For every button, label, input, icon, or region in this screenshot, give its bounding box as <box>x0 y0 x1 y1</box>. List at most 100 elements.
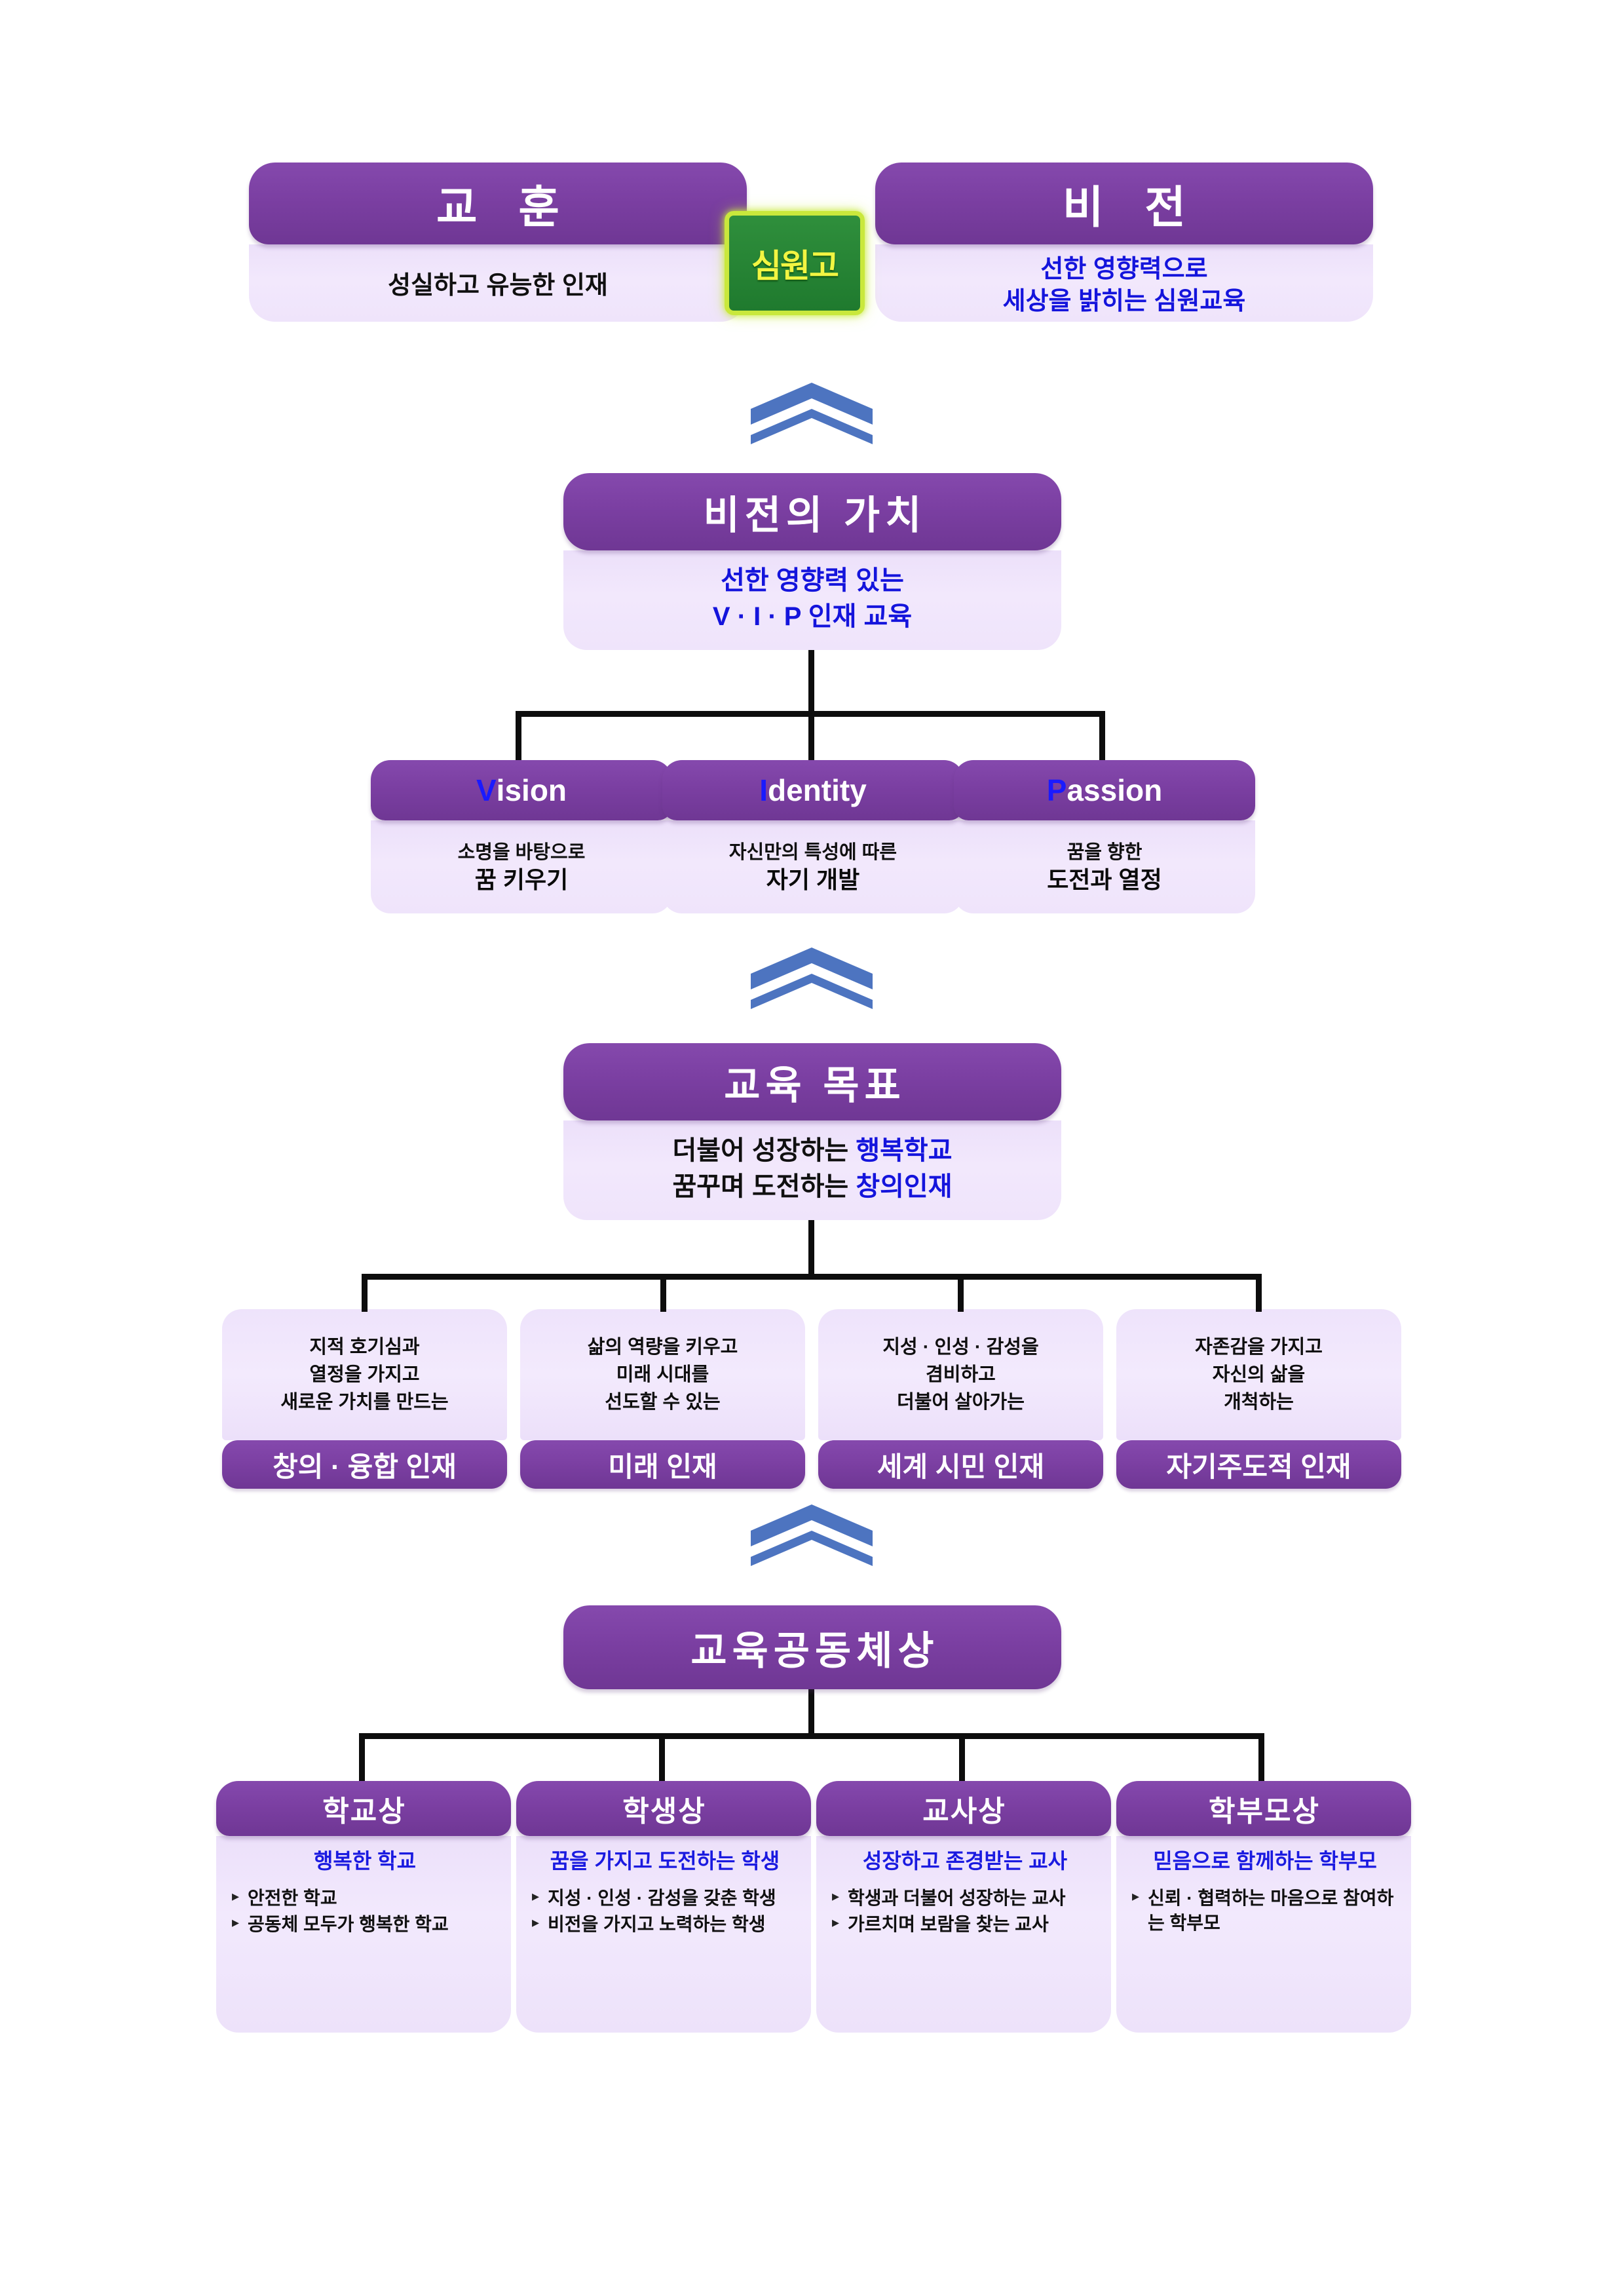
goal-desc-2-line-3: 선도할 수 있는 <box>605 1392 721 1413</box>
community-subtitle-student: 꿈을 가지고 도전하는 학생 <box>550 1849 780 1873</box>
motto-title: 교 훈 <box>249 163 747 244</box>
vision-body: 선한 영향력으로 세상을 밝히는 심원교육 <box>875 244 1373 322</box>
connector-drop-goal-4 <box>1256 1274 1262 1312</box>
list-item: 비전을 가지고 노력하는 학생 <box>531 1912 799 1937</box>
goal-label-2: 미래 인재 <box>520 1440 805 1489</box>
vision-value-title: 비전의 가치 <box>563 473 1061 550</box>
connector-drop-goal-2 <box>660 1274 666 1312</box>
connector-drop-community-2 <box>659 1733 665 1786</box>
community-body-school: 행복한 학교 안전한 학교 공동체 모두가 행복한 학교 <box>216 1836 511 2033</box>
vision-value-line-1: 선한 영향력 있는 <box>721 565 904 595</box>
connector-drop-goal-1 <box>362 1274 368 1312</box>
goal-card-2: 삶의 역량을 키우고 미래 시대를 선도할 수 있는 미래 인재 <box>520 1309 805 1489</box>
connector-drop-community-1 <box>359 1733 365 1786</box>
community-body-student: 꿈을 가지고 도전하는 학생 지성 · 인성 · 감성을 갖춘 학생 비전을 가… <box>516 1836 811 2033</box>
connector-drop-vip-1 <box>516 711 521 773</box>
goal-card-4: 자존감을 가지고 자신의 삶을 개척하는 자기주도적 인재 <box>1116 1309 1401 1489</box>
vip-line2-passion: 도전과 열정 <box>1047 866 1162 894</box>
goal-desc-1-line-3: 새로운 가치를 만드는 <box>280 1392 449 1413</box>
community-bullets-school: 안전한 학교 공동체 모두가 행복한 학교 <box>231 1886 499 1936</box>
goal-desc-1: 지적 호기심과 열정을 가지고 새로운 가치를 만드는 <box>222 1309 507 1440</box>
community-bullets-teacher: 학생과 더불어 성장하는 교사 가르치며 보람을 찾는 교사 <box>831 1886 1099 1936</box>
goal-label-1: 창의 · 융합 인재 <box>222 1440 507 1489</box>
goal-desc-3-line-3: 더불어 살아가는 <box>897 1392 1025 1413</box>
connector-horizontal-goal <box>362 1274 1262 1280</box>
vip-rest-identity: dentity <box>768 773 867 807</box>
vip-line2-vision: 꿈 키우기 <box>474 866 569 894</box>
goal-card-3: 지성 · 인성 · 감성을 겸비하고 더불어 살아가는 세계 시민 인재 <box>818 1309 1103 1489</box>
education-goal-line2-highlight: 창의인재 <box>856 1172 953 1201</box>
community-title: 교육공동체상 <box>563 1605 1061 1689</box>
vip-line2-identity: 자기 개발 <box>766 866 860 894</box>
education-goal-block: 교육 목표 더불어 성장하는 행복학교 꿈꾸며 도전하는 창의인재 <box>563 1043 1061 1220</box>
goal-desc-1-line-2: 열정을 가지고 <box>309 1364 420 1385</box>
chevron-up-icon-3 <box>749 1501 874 1566</box>
list-item: 가르치며 보람을 찾는 교사 <box>831 1912 1099 1937</box>
motto-body: 성실하고 유능한 인재 <box>249 244 747 322</box>
vip-line1-identity: 자신만의 특성에 따른 <box>728 841 897 863</box>
vip-body-vision: 소명을 바탕으로 꿈 키우기 <box>371 820 672 913</box>
vision-line-1: 선한 영향력으로 <box>1040 256 1208 284</box>
community-header-parent: 학부모상 <box>1116 1781 1411 1836</box>
list-item: 학생과 더불어 성장하는 교사 <box>831 1886 1099 1911</box>
goal-desc-4-line-1: 자존감을 가지고 <box>1195 1336 1323 1358</box>
community-bullets-parent: 신뢰 · 협력하는 마음으로 참여하는 학부모 <box>1131 1886 1399 1935</box>
vip-initial-passion: P <box>1046 773 1067 807</box>
school-logo-badge: 심원고 <box>725 211 865 315</box>
community-body-teacher: 성장하고 존경받는 교사 학생과 더불어 성장하는 교사 가르치며 보람을 찾는… <box>816 1836 1111 2033</box>
community-body-parent: 믿음으로 함께하는 학부모 신뢰 · 협력하는 마음으로 참여하는 학부모 <box>1116 1836 1411 2033</box>
vision-card: 비 전 선한 영향력으로 세상을 밝히는 심원교육 <box>875 163 1373 322</box>
vip-body-identity: 자신만의 특성에 따른 자기 개발 <box>662 820 964 913</box>
connector-drop-community-3 <box>959 1733 965 1786</box>
connector-drop-goal-3 <box>958 1274 964 1312</box>
vision-value-line-2: V · I · P 인재 교육 <box>712 602 913 631</box>
community-subtitle-teacher: 성장하고 존경받는 교사 <box>862 1849 1068 1873</box>
connector-horizontal-community <box>359 1733 1264 1739</box>
list-item: 공동체 모두가 행복한 학교 <box>231 1912 499 1937</box>
goal-desc-2-line-2: 미래 시대를 <box>616 1364 709 1385</box>
education-goal-line-2: 꿈꾸며 도전하는 창의인재 <box>672 1169 952 1205</box>
community-block: 교육공동체상 <box>563 1605 1061 1689</box>
vip-initial-vision: V <box>476 773 497 807</box>
list-item: 신뢰 · 협력하는 마음으로 참여하는 학부모 <box>1131 1886 1399 1935</box>
education-goal-body: 더불어 성장하는 행복학교 꿈꾸며 도전하는 창의인재 <box>563 1120 1061 1220</box>
motto-line-1: 성실하고 유능한 인재 <box>388 271 608 299</box>
vip-line1-passion: 꿈을 향한 <box>1067 841 1142 863</box>
school-logo-label: 심원고 <box>751 247 839 284</box>
community-bullets-student: 지성 · 인성 · 감성을 갖춘 학생 비전을 가지고 노력하는 학생 <box>531 1886 799 1936</box>
connector-drop-community-4 <box>1258 1733 1264 1786</box>
connector-drop-vip-2 <box>808 711 814 773</box>
community-card-student: 학생상 꿈을 가지고 도전하는 학생 지성 · 인성 · 감성을 갖춘 학생 비… <box>516 1781 811 2033</box>
vision-line-2: 세상을 밝히는 심원교육 <box>1002 288 1246 315</box>
vision-value-body: 선한 영향력 있는 V · I · P 인재 교육 <box>563 550 1061 650</box>
goal-card-1: 지적 호기심과 열정을 가지고 새로운 가치를 만드는 창의 · 융합 인재 <box>222 1309 507 1489</box>
chevron-up-icon-2 <box>749 944 874 1009</box>
chevron-up-icon-1 <box>749 379 874 444</box>
education-goal-line-1: 더불어 성장하는 행복학교 <box>672 1133 952 1169</box>
community-card-teacher: 교사상 성장하고 존경받는 교사 학생과 더불어 성장하는 교사 가르치며 보람… <box>816 1781 1111 2033</box>
connector-vertical-stem-vip <box>808 641 814 713</box>
education-goal-line2-plain: 꿈꾸며 도전하는 <box>672 1172 856 1201</box>
vision-title: 비 전 <box>875 163 1373 244</box>
community-card-school: 학교상 행복한 학교 안전한 학교 공동체 모두가 행복한 학교 <box>216 1781 511 2033</box>
motto-card: 교 훈 성실하고 유능한 인재 <box>249 163 747 322</box>
community-header-school: 학교상 <box>216 1781 511 1836</box>
connector-vertical-stem-goal <box>808 1211 814 1276</box>
connector-drop-vip-3 <box>1099 711 1105 773</box>
goal-desc-3: 지성 · 인성 · 감성을 겸비하고 더불어 살아가는 <box>818 1309 1103 1440</box>
goal-desc-3-line-1: 지성 · 인성 · 감성을 <box>882 1336 1039 1358</box>
list-item: 안전한 학교 <box>231 1886 499 1911</box>
vip-rest-vision: ision <box>496 773 567 807</box>
connector-vertical-stem-community <box>808 1689 814 1736</box>
community-subtitle-parent: 믿음으로 함께하는 학부모 <box>1153 1849 1377 1873</box>
community-header-student: 학생상 <box>516 1781 811 1836</box>
goal-label-3: 세계 시민 인재 <box>818 1440 1103 1489</box>
vip-rest-passion: assion <box>1067 773 1163 807</box>
